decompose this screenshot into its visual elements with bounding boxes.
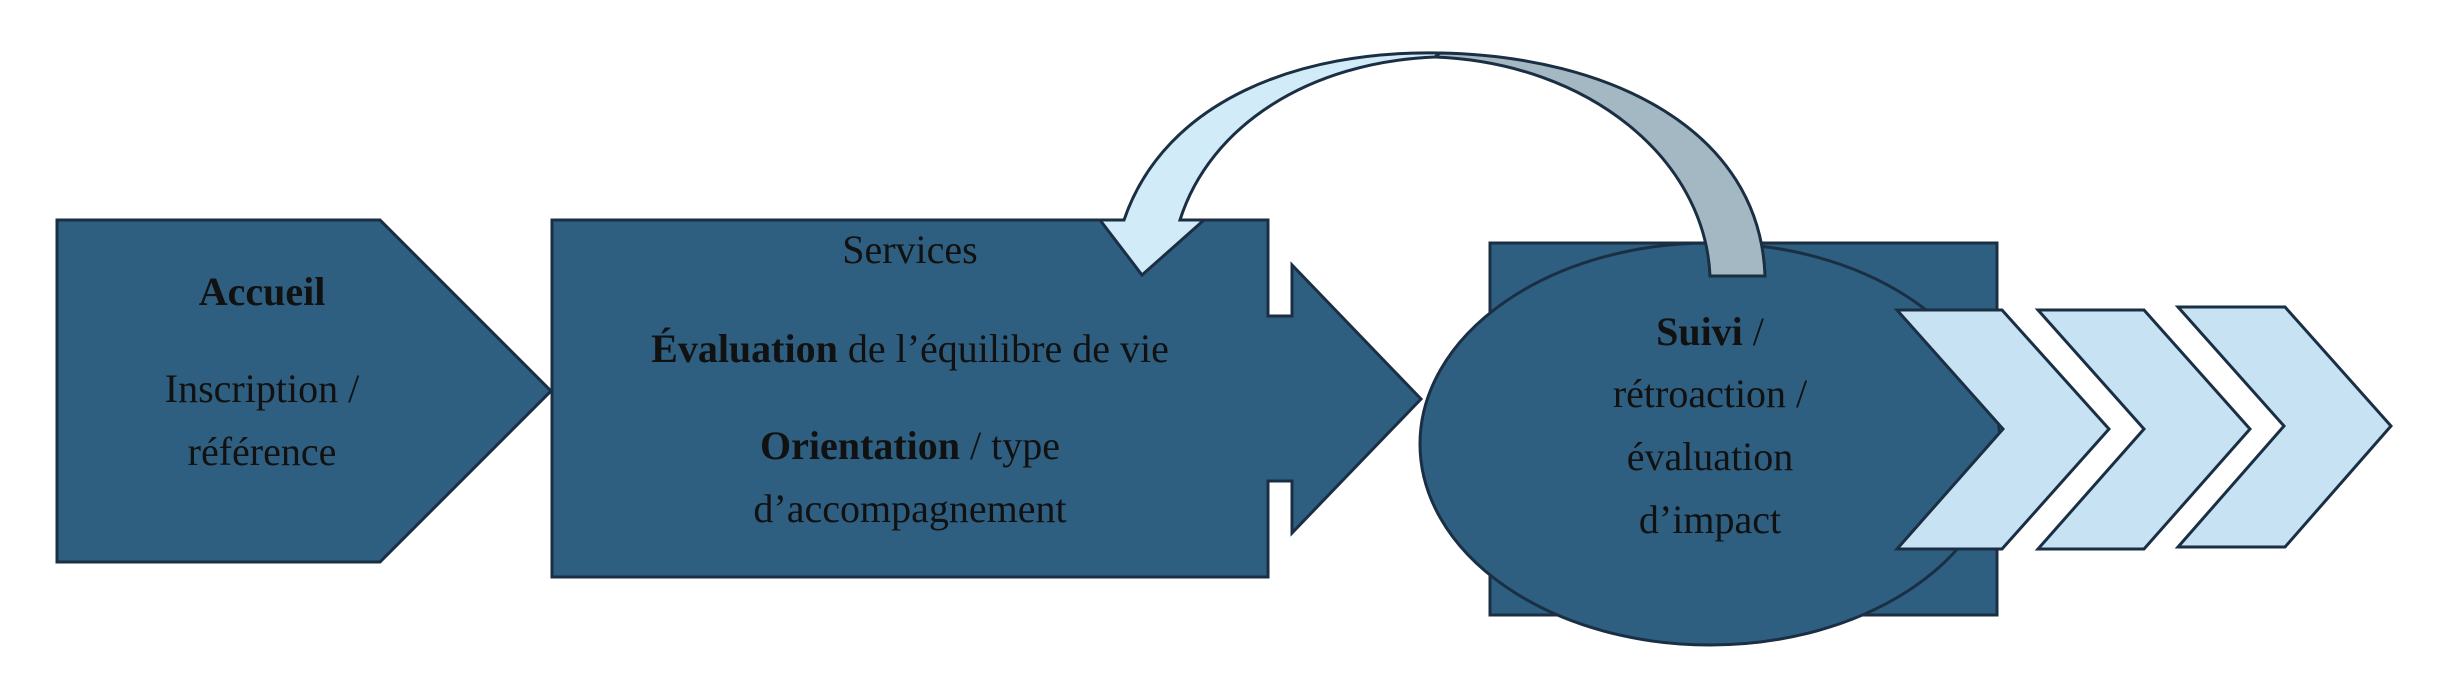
suivi-line4: d’impact [1638, 497, 1782, 542]
suivi-line2: rétroaction / [1612, 371, 1808, 416]
orientation-rest: / type [960, 423, 1060, 468]
suivi-line3: évaluation [1626, 434, 1794, 479]
feedback-arrow-grey [1430, 51, 1767, 278]
orientation-bold: Orientation [760, 423, 960, 468]
suivi-rest: / [1742, 309, 1764, 354]
accueil-title: Accueil [198, 269, 326, 314]
evaluation-rest: de l’équilibre de vie [837, 326, 1169, 371]
suivi-title: Suivi / [1510, 308, 1910, 356]
chevron-arrow-1 [1893, 308, 2112, 551]
accueil-line2: référence [187, 429, 337, 474]
accueil-line1: Inscription / [164, 366, 360, 411]
services-header: Services [842, 227, 978, 272]
chevron-arrow-2 [2034, 308, 2253, 551]
services-orientation: Orientation / type [560, 422, 1260, 470]
chevron-arrow-3 [2174, 305, 2394, 549]
stage-services-shape [550, 218, 1424, 579]
evaluation-bold: Évaluation [651, 326, 838, 371]
stage-accueil-shape [55, 218, 554, 564]
suivi-bold: Suivi [1656, 309, 1743, 354]
services-orientation-line2: d’accompagnement [753, 486, 1067, 531]
services-evaluation: Évaluation de l’équilibre de vie [560, 325, 1260, 373]
